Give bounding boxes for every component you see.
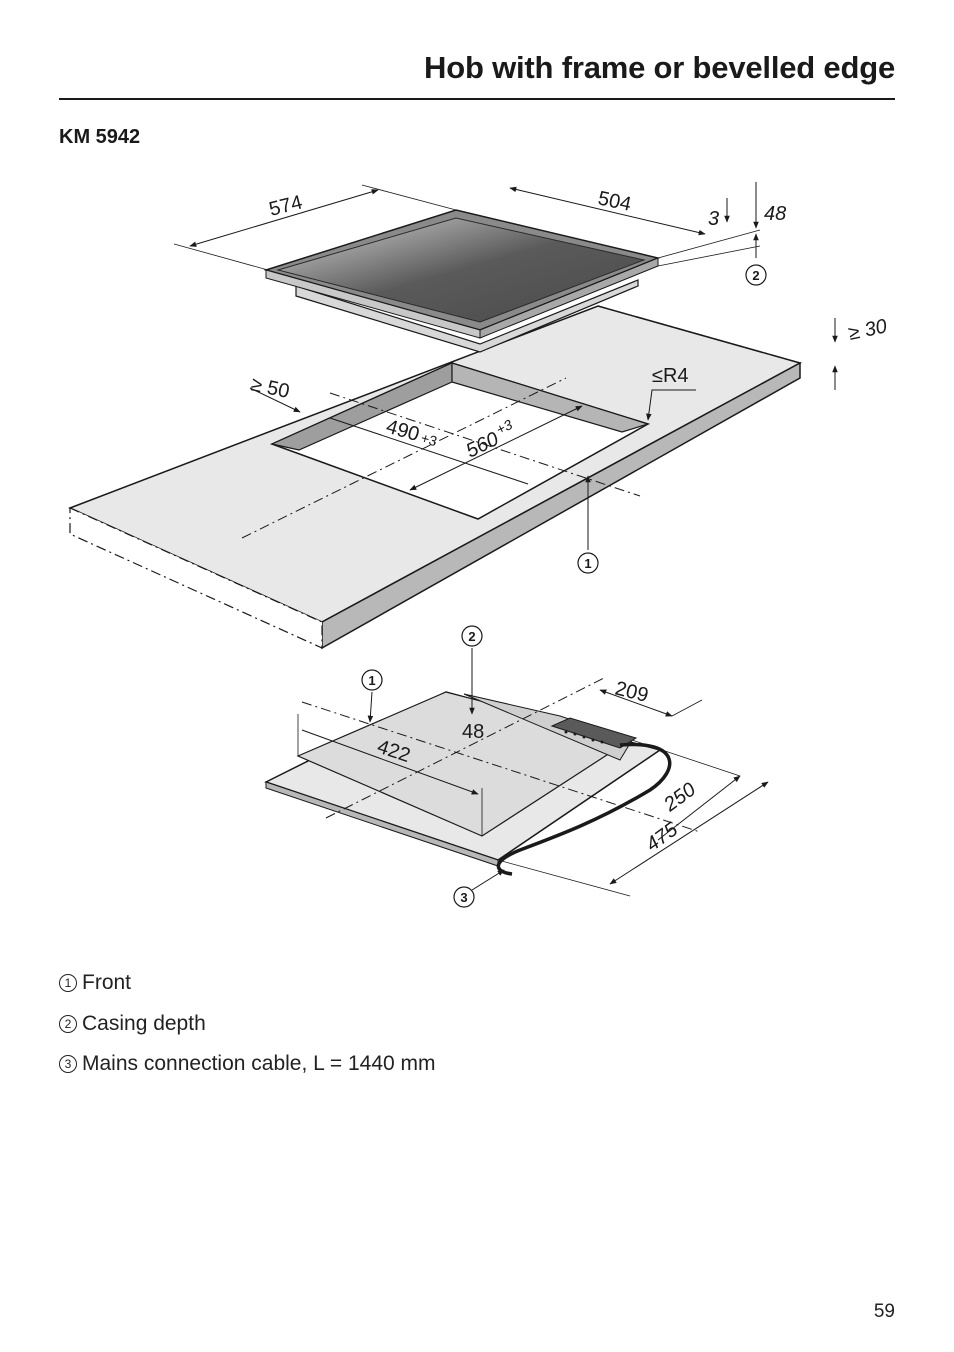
svg-text:2: 2 bbox=[752, 268, 759, 283]
legend: 1 Front 2 Casing depth 3 Mains connectio… bbox=[59, 963, 436, 1085]
dim-r4-label: ≤R4 bbox=[652, 365, 689, 387]
legend-item: 2 Casing depth bbox=[59, 1004, 436, 1045]
svg-text:2: 2 bbox=[468, 629, 475, 644]
worktop-cutout bbox=[241, 362, 696, 539]
svg-text:1: 1 bbox=[584, 556, 591, 571]
title-divider bbox=[59, 98, 895, 100]
legend-label: Casing depth bbox=[82, 1011, 206, 1035]
marker-3-bottom: 3 bbox=[453, 886, 475, 908]
page-number: 59 bbox=[873, 1301, 895, 1322]
legend-item: 1 Front bbox=[59, 963, 436, 1004]
model-number: KM 5942 bbox=[59, 126, 141, 148]
marker-1-bottom: 1 bbox=[361, 669, 383, 691]
dim-475-label: 475 bbox=[642, 818, 683, 856]
dim-48-bottom-label: 48 bbox=[462, 721, 484, 743]
hob-underside bbox=[264, 677, 701, 876]
legend-label: Mains connection cable, L = 1440 mm bbox=[82, 1052, 436, 1076]
svg-text:3: 3 bbox=[460, 890, 467, 905]
legend-number: 1 bbox=[59, 974, 77, 993]
dim-3-label: 3 bbox=[708, 208, 719, 230]
legend-number: 3 bbox=[59, 1055, 77, 1074]
marker-2-bottom: 2 bbox=[461, 625, 483, 647]
dim-50-label: ≥ 50 bbox=[249, 373, 292, 403]
marker-2-top: 2 bbox=[745, 264, 767, 286]
svg-text:1: 1 bbox=[368, 673, 375, 688]
page-title: Hob with frame or bevelled edge bbox=[424, 50, 895, 85]
dim-48-top-label: 48 bbox=[764, 203, 786, 225]
dim-209-label: 209 bbox=[613, 678, 651, 707]
marker-1-worktop: 1 bbox=[577, 552, 599, 574]
legend-label: Front bbox=[82, 971, 132, 995]
legend-number: 2 bbox=[59, 1014, 77, 1033]
dim-504-label: 504 bbox=[596, 187, 633, 215]
dim-574-label: 574 bbox=[267, 191, 305, 220]
dim-30-label: ≥ 30 bbox=[846, 315, 889, 345]
legend-item: 3 Mains connection cable, L = 1440 mm bbox=[59, 1044, 436, 1085]
dim-250-label: 250 bbox=[659, 779, 700, 817]
dim-490-label: 490+3 bbox=[384, 416, 441, 452]
